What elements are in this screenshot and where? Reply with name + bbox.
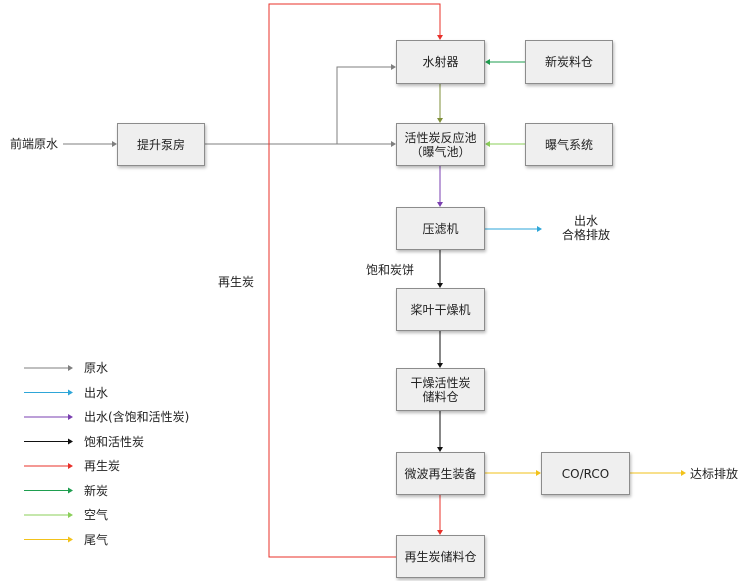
legend-label-7: 尾气 [84, 532, 109, 547]
pump-house-box: 提升泵房 [117, 123, 205, 166]
regen-loop-line [268, 3, 441, 558]
dry-carbon-bin-label: 干燥活性炭 储料仓 [410, 375, 471, 404]
water-ejector-box: 水射器 [396, 40, 485, 84]
air-to-reactor-arrowhead [485, 141, 490, 147]
pump-house-label: 提升泵房 [136, 137, 185, 152]
microwave-box: 微波再生装备 [396, 452, 485, 495]
new-carbon-bin-box: 新炭料仓 [525, 40, 613, 84]
branch-to-ejector-arrowhead [391, 64, 396, 70]
dry-carbon-bin-box: 干燥活性炭 储料仓 [396, 368, 485, 411]
ejector-to-reactor-arrowhead [437, 118, 443, 123]
legend-label-0: 原水 [84, 361, 109, 375]
legend-label-5: 新炭 [84, 483, 109, 498]
dryer-box: 桨叶干燥机 [396, 288, 485, 331]
filter-press-label: 压滤机 [422, 221, 459, 236]
branch-to-ejector-line [336, 66, 391, 144]
newcarbon-to-ejector-arrowhead [485, 59, 490, 65]
microwave-label: 微波再生装备 [404, 466, 477, 481]
microwave-to-regen-arrowhead [437, 530, 443, 535]
filter-press-box: 压滤机 [396, 207, 485, 250]
legend-label-6: 空气 [84, 508, 109, 522]
legend-arrowhead-6 [68, 512, 73, 518]
dryer-to-bin-arrowhead [437, 363, 443, 368]
legend-arrowhead-0 [68, 365, 73, 371]
regen-bin-label: 再生炭储料仓 [404, 549, 477, 564]
water-ejector-label: 水射器 [422, 55, 459, 69]
aeration-label: 曝气系统 [544, 137, 593, 152]
regen-loop-arrowhead [437, 35, 443, 40]
pump-to-reactor-arrowhead [391, 141, 396, 147]
co-to-discharge-arrowhead [681, 470, 686, 476]
legend-label-2: 出水(含饱和活性炭) [84, 410, 190, 424]
reactor-box: 活性炭反应池 （曝气池） [396, 123, 485, 166]
legend-arrowhead-1 [68, 389, 73, 396]
legend-label-1: 出水 [84, 385, 109, 400]
press-to-dryer-arrowhead [437, 283, 443, 288]
co-rco-label: CO/RCO [561, 466, 610, 481]
legend-arrowhead-7 [68, 536, 73, 543]
co-rco-box: CO/RCO [541, 452, 630, 495]
legend-label-3: 饱和活性炭 [84, 434, 145, 449]
legend-arrowhead-4 [68, 463, 73, 469]
new-carbon-bin-label: 新炭料仓 [544, 55, 593, 69]
raw-to-pump-arrowhead [112, 141, 117, 147]
reactor-to-press-arrowhead [437, 202, 443, 207]
regen-carbon-label: 再生炭 [218, 275, 255, 289]
outlet-label: 出水 合格排放 [562, 214, 611, 242]
legend-label-4: 再生炭 [84, 459, 121, 473]
legend-arrowhead-2 [68, 414, 73, 420]
bin-to-microwave-arrowhead [437, 447, 443, 452]
aeration-box: 曝气系统 [525, 123, 613, 166]
compliant-discharge-label: 达标排放 [690, 467, 739, 481]
microwave-to-co-arrowhead [536, 470, 541, 476]
saturated-cake-label: 饱和炭饼 [366, 263, 415, 277]
legend-arrowhead-5 [68, 487, 73, 494]
press-to-outlet-arrowhead [537, 226, 542, 232]
legend-arrowhead-3 [68, 438, 73, 445]
regen-bin-box: 再生炭储料仓 [396, 535, 485, 578]
front-raw-water-label: 前端原水 [10, 137, 59, 151]
reactor-label: 活性炭反应池 （曝气池） [404, 130, 477, 159]
dryer-label: 桨叶干燥机 [410, 302, 471, 317]
